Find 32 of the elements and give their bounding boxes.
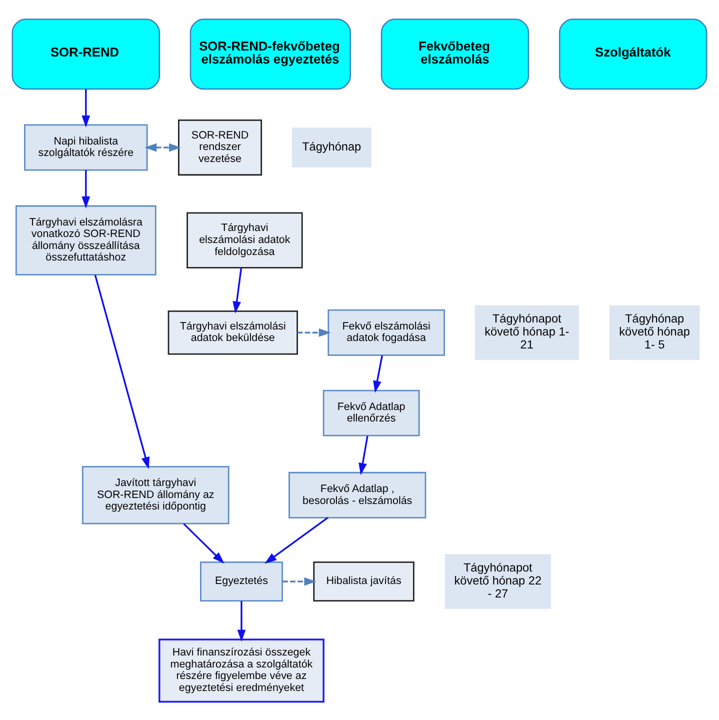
arrow — [183, 522, 224, 564]
node-box: Tárgyhavi elszámolásra vonatkozó SOR-REND állomány összeállítása összefuttatáshoz — [15, 204, 156, 275]
node-box: SOR-REND — [12, 18, 160, 90]
node-box: Fekvő Adatlap ellenőrzés — [322, 389, 420, 436]
arrow — [82, 170, 90, 208]
node-box: Fekvő elszámolási adatok fogadása — [328, 308, 445, 356]
node-box: Tágyhónap — [292, 127, 372, 167]
node-box: Tágyhónap követő hónap 1- 5 — [610, 304, 700, 360]
arrow — [358, 435, 368, 475]
arrow — [232, 267, 242, 313]
arrow — [297, 328, 331, 336]
arrow — [282, 576, 316, 586]
arrow — [144, 142, 182, 152]
node-box: Javított tárgyhavi SOR-REND állomány az egyeztetési időpontig — [82, 466, 230, 524]
node-box: Tágyhónapot követő hónap 1- 21 — [474, 304, 579, 360]
arrow — [237, 600, 246, 642]
arrow — [94, 274, 150, 469]
node-box: Fekvőbeteg elszámolás — [380, 18, 530, 90]
node-box: Havi finanszírozási összegek meghatározása a szolgáltatók részére figyelembe véve az egyeztetési eredményeket — [158, 638, 324, 702]
arrow — [264, 516, 328, 564]
node-box: Fekvő Adatlap , besorolás - elszámolás — [288, 471, 426, 518]
node-box: Tárgyhavi elszámolási adatok beküldése — [168, 310, 298, 354]
node-box: Egyeztetés — [200, 561, 283, 602]
arrow — [82, 88, 90, 127]
arrow — [373, 354, 383, 392]
node-box: SOR-REND-fekvőbeteg elszámolás egyeztetés — [190, 18, 352, 90]
node-box: Tárgyhavi elszámolási adatok feldolgozása — [186, 212, 303, 268]
node-box: Hibalista javítás — [313, 561, 414, 602]
node-box: Szolgáltatók — [558, 18, 708, 90]
node-box: Napi hibalista szolgáltatók részére — [24, 124, 148, 170]
node-box: Tágyhónapot követő hónap 22 - 27 — [444, 554, 552, 608]
node-box: SOR-REND rendszer vezetése — [178, 118, 262, 176]
